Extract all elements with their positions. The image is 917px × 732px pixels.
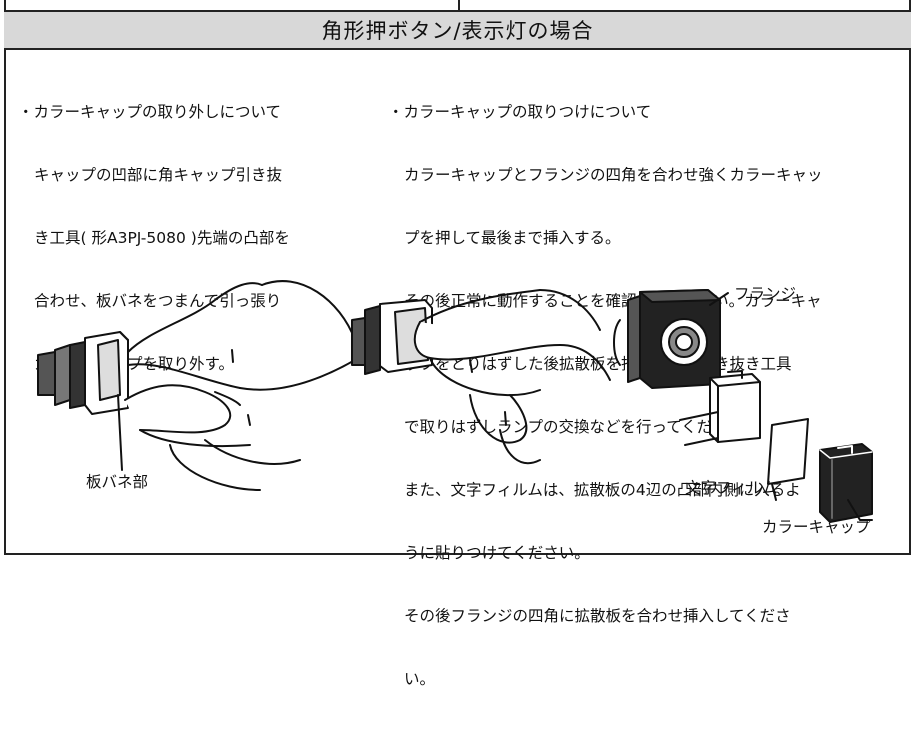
divider-stub <box>458 0 460 10</box>
attachment-line: い。 <box>404 670 436 688</box>
leaf-spring-label: 板バネ部 <box>86 473 149 491</box>
attachment-line: その後フランジの四角に拡散板を合わせ挿入してくださ <box>404 607 791 625</box>
illustrations <box>37 280 873 523</box>
removal-line: キャップの凹部に角キャップ引き抜 <box>34 166 283 184</box>
attachment-line: プを押して最後まで挿入する。 <box>404 229 621 247</box>
removal-line: き工具( 形A3PJ-5080 )先端の凸部を <box>34 229 290 247</box>
attachment-line: カラーキャップとフランジの四角を合わせ強くカラーキャッ <box>404 166 823 184</box>
exploded-view-illustration <box>613 289 873 523</box>
film-label: 文字フィルム <box>685 479 778 497</box>
cap-insertion-illustration <box>351 289 611 465</box>
attachment-heading: ・カラーキャップの取りつけについて <box>388 103 652 121</box>
document-page: 角形押ボタン/表示灯の場合 ・カラーキャップの取り外しについて キャップの凹部に… <box>4 0 911 688</box>
attachment-line: また、文字フィルムは、拡散板の4辺の凸部内側に入るよ <box>404 481 801 499</box>
page-frame <box>4 0 911 555</box>
section-header: 角形押ボタン/表示灯の場合 <box>4 10 911 50</box>
color-cap-label: カラーキャップ <box>762 518 871 536</box>
section-title: 角形押ボタン/表示灯の場合 <box>321 19 594 43</box>
removal-heading: ・カラーキャップの取り外しについて <box>18 103 282 121</box>
cap-removal-illustration <box>37 280 356 491</box>
attachment-line: で取りはずしランプの交換などを行ってください。 <box>404 418 759 436</box>
flange-label: フランジ <box>734 285 797 303</box>
